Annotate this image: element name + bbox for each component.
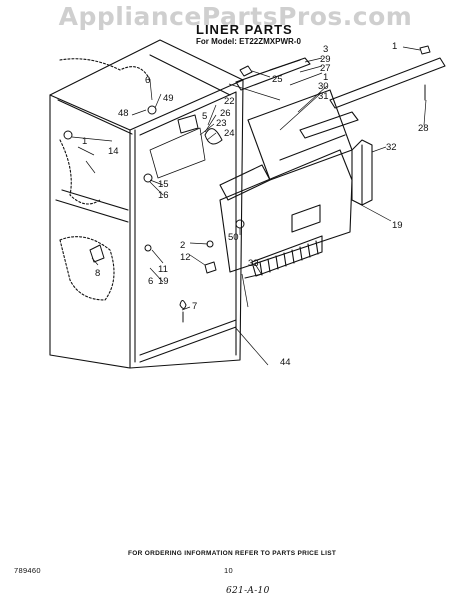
callout-22: 22 xyxy=(224,96,235,107)
handwritten-reference: 621-A-10 xyxy=(226,586,270,596)
air-grille-panel xyxy=(219,149,353,277)
callout-49: 49 xyxy=(163,93,174,104)
callout-32: 32 xyxy=(386,142,397,153)
callout-28: 28 xyxy=(418,123,429,134)
top-rail-and-trim xyxy=(149,54,446,109)
page-number: 10 xyxy=(224,566,233,575)
callout-2: 2 xyxy=(180,240,185,251)
callout-3: 3 xyxy=(323,44,328,55)
callout-16: 19 xyxy=(158,276,169,287)
callout-26: 26 xyxy=(220,108,231,119)
page-title: LINER PARTS xyxy=(196,22,293,37)
callout-29: 29 xyxy=(320,54,331,65)
document-code: 789460 xyxy=(14,566,41,575)
fittings-and-clips xyxy=(63,45,431,323)
callout-25: 25 xyxy=(272,74,283,85)
callout-6-lower: 6 xyxy=(148,276,153,287)
callout-11: 11 xyxy=(158,264,168,275)
callout-7: 7 xyxy=(192,301,197,312)
ordering-info: FOR ORDERING INFORMATION REFER TO PARTS … xyxy=(128,550,337,557)
callout-48: 48 xyxy=(118,108,129,119)
callout-31: 31 xyxy=(318,91,329,102)
callout-12: 12 xyxy=(180,252,191,263)
callout-1-top-right: 1 xyxy=(392,41,397,52)
leader-lines xyxy=(71,46,427,366)
watermark: AppliancePartsPros.com xyxy=(58,2,413,31)
callout-1-left: 1 xyxy=(82,136,87,147)
callout-19: 19 xyxy=(392,220,403,231)
callout-5: 5 xyxy=(202,111,207,122)
callout-23: 23 xyxy=(216,118,227,129)
evaporator-cover xyxy=(219,89,359,201)
callout-50: 50 xyxy=(228,232,239,243)
callout-44: 44 xyxy=(280,357,291,368)
liner-cabinet xyxy=(49,39,244,369)
callout-8: 8 xyxy=(95,268,100,279)
callout-30: 30 xyxy=(318,81,329,92)
callout-27: 27 xyxy=(320,63,331,74)
callout-33: 33 xyxy=(248,258,259,269)
callout-14: 15 xyxy=(158,179,169,190)
callout-6-upper: 6 xyxy=(145,75,150,86)
vertical-channel xyxy=(351,139,373,206)
callout-1-mid: 1 xyxy=(323,72,328,83)
callout-labels: 1 25 3 29 27 1 30 31 32 19 28 22 26 23 2… xyxy=(82,41,429,368)
callout-13: 14 xyxy=(108,146,119,157)
callout-24: 24 xyxy=(224,128,235,139)
model-subtitle: For Model: ET22ZMXPWR-0 xyxy=(196,37,301,46)
callout-15: 16 xyxy=(158,190,169,201)
